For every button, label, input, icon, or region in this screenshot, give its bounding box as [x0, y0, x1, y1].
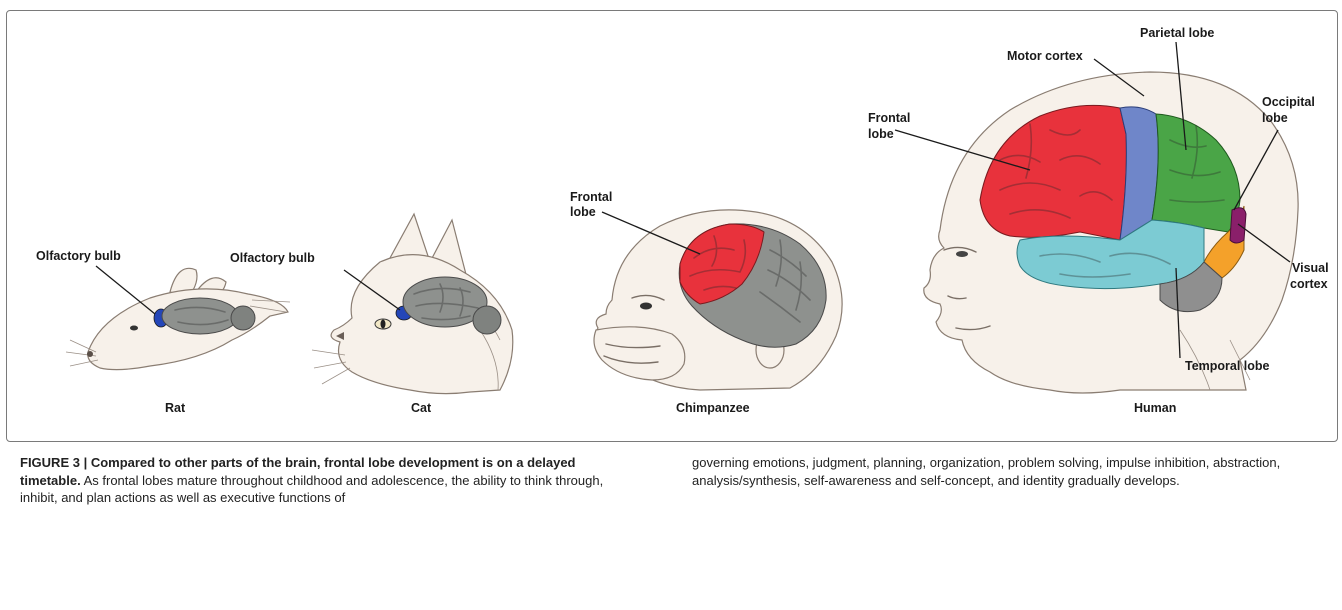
figure-caption-right: governing emotions, judgment, planning, … — [692, 454, 1332, 489]
chimp-frontal-label-line1: Frontal — [570, 190, 612, 204]
chimp-frontal-label-line2: lobe — [570, 205, 596, 219]
chimpanzee-illustration: Frontal lobe Chimpanzee — [570, 190, 842, 415]
human-parietal-label: Parietal lobe — [1140, 26, 1214, 40]
human-temporal-label: Temporal lobe — [1185, 359, 1270, 373]
rat-illustration: Olfactory bulb Rat — [36, 249, 290, 415]
cat-olfactory-label: Olfactory bulb — [230, 251, 315, 265]
human-species-label: Human — [1134, 401, 1176, 415]
human-motor-label: Motor cortex — [1007, 49, 1083, 63]
figure-caption-left: FIGURE 3 | Compared to other parts of th… — [20, 454, 632, 507]
rat-cerebellum — [231, 306, 255, 330]
chimp-species-label: Chimpanzee — [676, 401, 750, 415]
cat-eye — [381, 320, 386, 329]
rat-olfactory-label: Olfactory bulb — [36, 249, 121, 263]
human-visual-cortex — [1230, 208, 1246, 243]
human-frontal-label-line1: Frontal — [868, 111, 910, 125]
human-eye — [956, 251, 968, 257]
chimp-muzzle — [594, 327, 685, 380]
human-visual-label-line2: cortex — [1290, 277, 1328, 291]
figure-caption-text-right: governing emotions, judgment, planning, … — [692, 455, 1280, 488]
rat-nose — [87, 351, 93, 357]
human-occipital-label-line1: Occipital — [1262, 95, 1315, 109]
cat-species-label: Cat — [411, 401, 432, 415]
rat-species-label: Rat — [165, 401, 186, 415]
human-illustration: Motor cortex Parietal lobe Frontal lobe … — [868, 26, 1329, 415]
rat-brain — [162, 298, 238, 334]
human-visual-label-line1: Visual — [1292, 261, 1329, 275]
figure-caption-text-left: As frontal lobes mature throughout child… — [20, 473, 603, 506]
chimp-eye — [640, 303, 652, 310]
human-occipital-label-line2: lobe — [1262, 111, 1288, 125]
human-frontal-label-line2: lobe — [868, 127, 894, 141]
figure-illustration: Olfactory bulb Rat Olfactory bulb Cat — [0, 0, 1342, 440]
rat-olfactory-leader — [96, 266, 155, 314]
rat-eye — [130, 326, 138, 331]
cat-cerebellum — [473, 306, 501, 334]
